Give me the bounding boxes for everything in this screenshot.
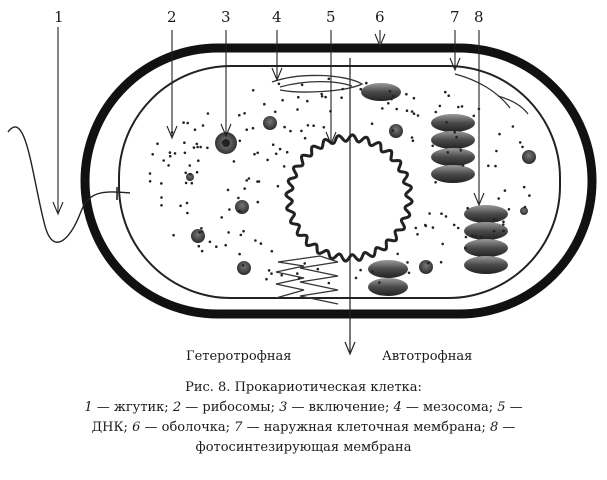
- caption-text-2: — рибосомы;: [181, 400, 280, 415]
- ribosomes: [148, 77, 531, 285]
- label-4: 4: [272, 8, 282, 26]
- label-3: 3: [221, 8, 231, 26]
- caption-text-5: ДНК;: [91, 420, 133, 435]
- caption-line-1: 1 — жгутик; 2 — рибосомы; 3 — включение;…: [0, 398, 607, 418]
- caption-num-6: 6: [132, 420, 141, 435]
- caption-text-1: — жгутик;: [92, 400, 173, 415]
- cell-diagram: 1 2 3 4 5 6 7 8 Гетеротрофная Автотрофна…: [7, 8, 597, 364]
- label-1: 1: [54, 8, 64, 26]
- flagellum: [7, 126, 131, 243]
- dna-nucleoid: [284, 133, 414, 263]
- lamellar-mesosome: [275, 255, 339, 305]
- caption-text-3: — включение;: [287, 400, 394, 415]
- caption-num-2: 2: [172, 400, 182, 415]
- figure-caption: Рис. 8. Прокариотическая клетка: 1 — жгу…: [0, 378, 607, 458]
- label-8: 8: [474, 8, 484, 26]
- caption-text-4: — мезосома;: [401, 400, 498, 415]
- leader-lines: [52, 27, 485, 216]
- caption-num-4: 4: [393, 400, 402, 415]
- thylakoid-stack-lower: [464, 205, 508, 274]
- caption-num-8: 8 —: [490, 420, 516, 435]
- label-heterotrophic: Гетеротрофная: [186, 349, 291, 364]
- label-6: 6: [375, 8, 385, 26]
- caption-num-7: 7: [234, 420, 243, 435]
- caption-num-1: 1: [84, 400, 93, 415]
- label-5: 5: [326, 8, 336, 26]
- thylakoid-stack-upper: [431, 114, 475, 183]
- thylakoid-top: [361, 83, 401, 101]
- caption-line-3: фотосинтезирующая мембрана: [0, 438, 607, 458]
- caption-num-3: 3: [279, 400, 288, 415]
- caption-text-7: — наружная клеточная мембрана;: [242, 420, 490, 435]
- caption-text-6: — оболочка;: [140, 420, 235, 435]
- label-autotrophic: Автотрофная: [382, 349, 472, 364]
- caption-num-5: 5 —: [497, 400, 523, 415]
- granules: [186, 116, 536, 275]
- label-7: 7: [450, 8, 460, 26]
- mesosome: [271, 74, 364, 93]
- caption-title: Рис. 8. Прокариотическая клетка:: [185, 380, 422, 395]
- thylakoid-pair: [368, 260, 408, 296]
- outer-membrane: [118, 65, 561, 299]
- caption-text-8: фотосинтезирующая мембрана: [195, 440, 412, 455]
- caption-line-2: ДНК; 6 — оболочка; 7 — наружная клеточна…: [0, 418, 607, 438]
- outer-membrane-fold: [454, 73, 529, 115]
- cell-wall: [80, 43, 597, 319]
- label-2: 2: [167, 8, 177, 26]
